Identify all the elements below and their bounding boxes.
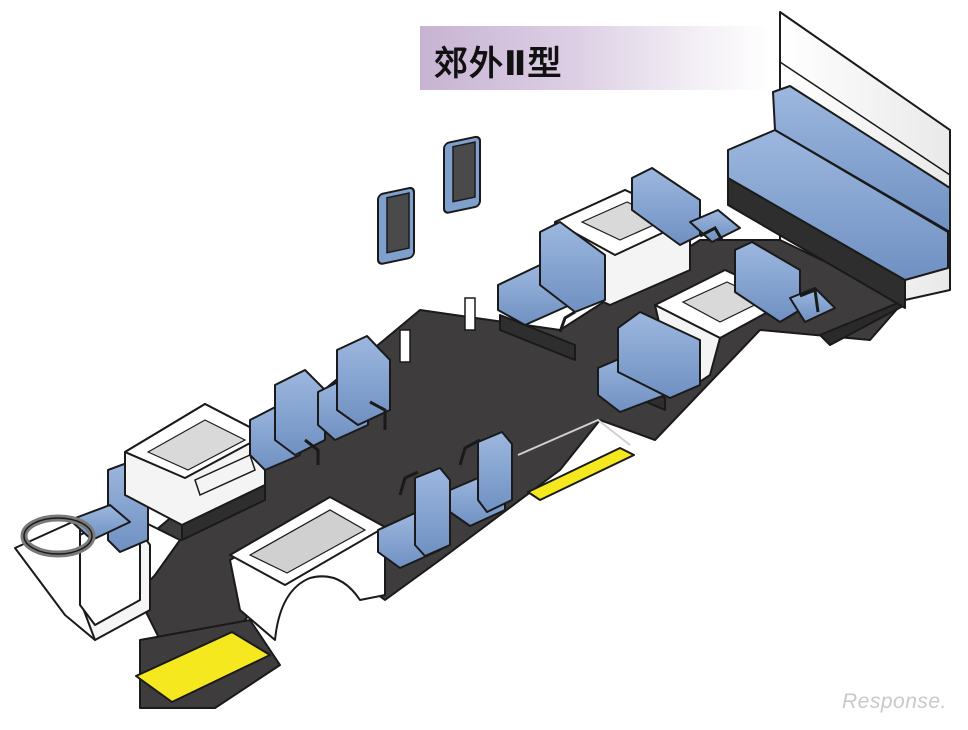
driver-seat-cushion bbox=[69, 504, 131, 541]
seat-pair-left-front bbox=[249, 335, 391, 471]
watermark-logo: Response. bbox=[842, 690, 947, 713]
digital-signage-right bbox=[443, 135, 481, 331]
page-title: 郊外Ⅱ型 bbox=[434, 44, 563, 84]
table-box-right bbox=[597, 241, 836, 413]
rear-bench-back bbox=[772, 85, 951, 233]
front-wheelhouse-box bbox=[124, 403, 266, 541]
rear-section bbox=[727, 11, 951, 309]
priority-marking-middle bbox=[527, 447, 635, 501]
priority-marking-front bbox=[135, 631, 271, 703]
driver-area bbox=[14, 459, 181, 641]
table-box-middle bbox=[497, 167, 741, 361]
digital-signage-left bbox=[377, 186, 415, 363]
seat-pair-middle bbox=[377, 431, 513, 569]
wheelchair-space-outline bbox=[517, 418, 631, 456]
title-banner: 郊外Ⅱ型 bbox=[420, 26, 772, 90]
